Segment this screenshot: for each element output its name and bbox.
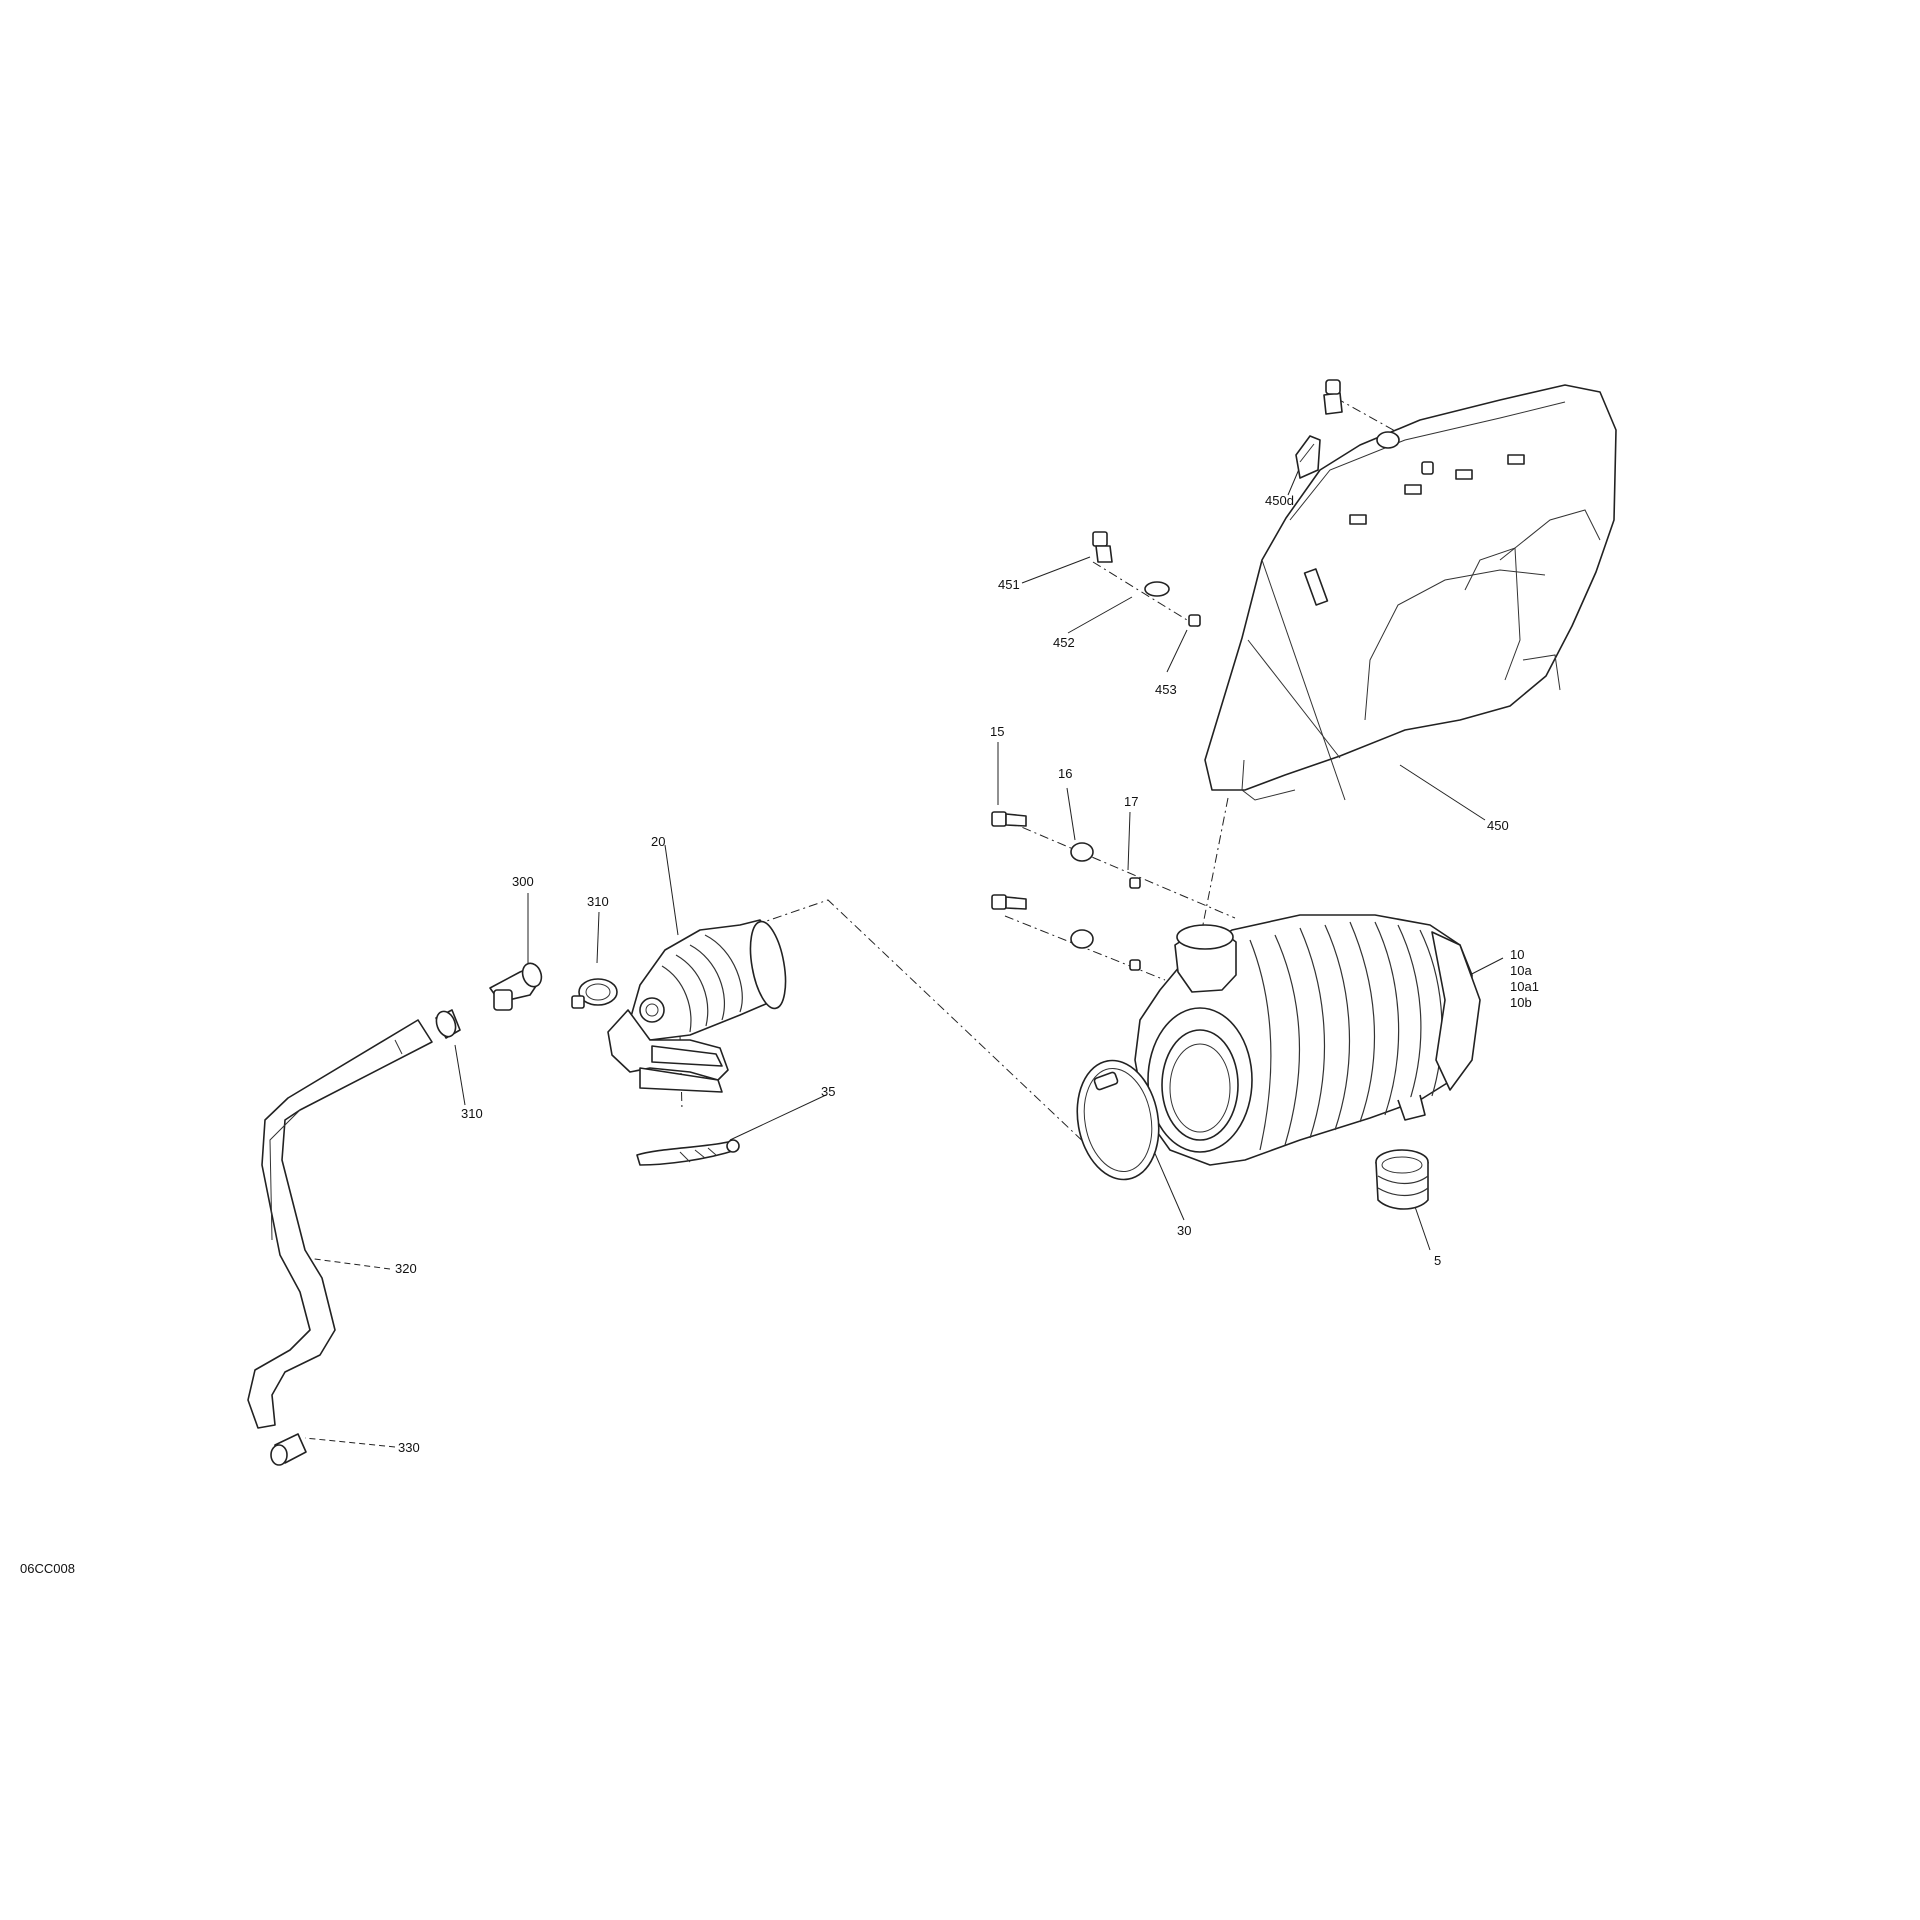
callout-10a1: 10a1 — [1510, 979, 1539, 994]
callout-320: 320 — [395, 1261, 417, 1276]
hose-320 — [247, 1019, 433, 1429]
callout-310-top: 310 — [587, 894, 609, 909]
elbow-fitting-300 — [489, 962, 543, 1011]
callout-30: 30 — [1177, 1223, 1191, 1238]
filter-housing-fasteners — [991, 811, 1141, 971]
clamp-30 — [1076, 1059, 1160, 1181]
callout-10: 10 — [1510, 947, 1524, 962]
cover-fasteners-top — [1295, 379, 1434, 479]
callout-20: 20 — [651, 834, 665, 849]
callout-330: 330 — [398, 1440, 420, 1455]
callout-5: 5 — [1434, 1253, 1441, 1268]
hose-clamp-310b — [435, 1009, 461, 1039]
figure-code: 06CC008 — [20, 1561, 75, 1576]
air-filter-housing-10 — [1134, 914, 1481, 1166]
callout-310-bottom: 310 — [461, 1106, 483, 1121]
callout-15: 15 — [990, 724, 1004, 739]
callout-labels: 450d 451 452 453 450 15 16 17 20 300 310… — [395, 493, 1539, 1455]
sleeve-5 — [1375, 1149, 1429, 1210]
airbox-cover-450 — [1204, 384, 1617, 801]
end-fitting-330 — [270, 1433, 307, 1466]
clamp-35 — [636, 1139, 740, 1166]
callout-35: 35 — [821, 1084, 835, 1099]
callout-450: 450 — [1487, 818, 1509, 833]
callout-16: 16 — [1058, 766, 1072, 781]
callout-452: 452 — [1053, 635, 1075, 650]
intake-adapter-20 — [607, 919, 787, 1093]
callout-453: 453 — [1155, 682, 1177, 697]
callout-451: 451 — [998, 577, 1020, 592]
callout-450d: 450d — [1265, 493, 1294, 508]
callout-17: 17 — [1124, 794, 1138, 809]
hose-clamp-310a — [571, 978, 618, 1009]
callout-300: 300 — [512, 874, 534, 889]
cover-fasteners-side — [1092, 531, 1201, 627]
callout-10a: 10a — [1510, 963, 1532, 978]
callout-10b: 10b — [1510, 995, 1532, 1010]
